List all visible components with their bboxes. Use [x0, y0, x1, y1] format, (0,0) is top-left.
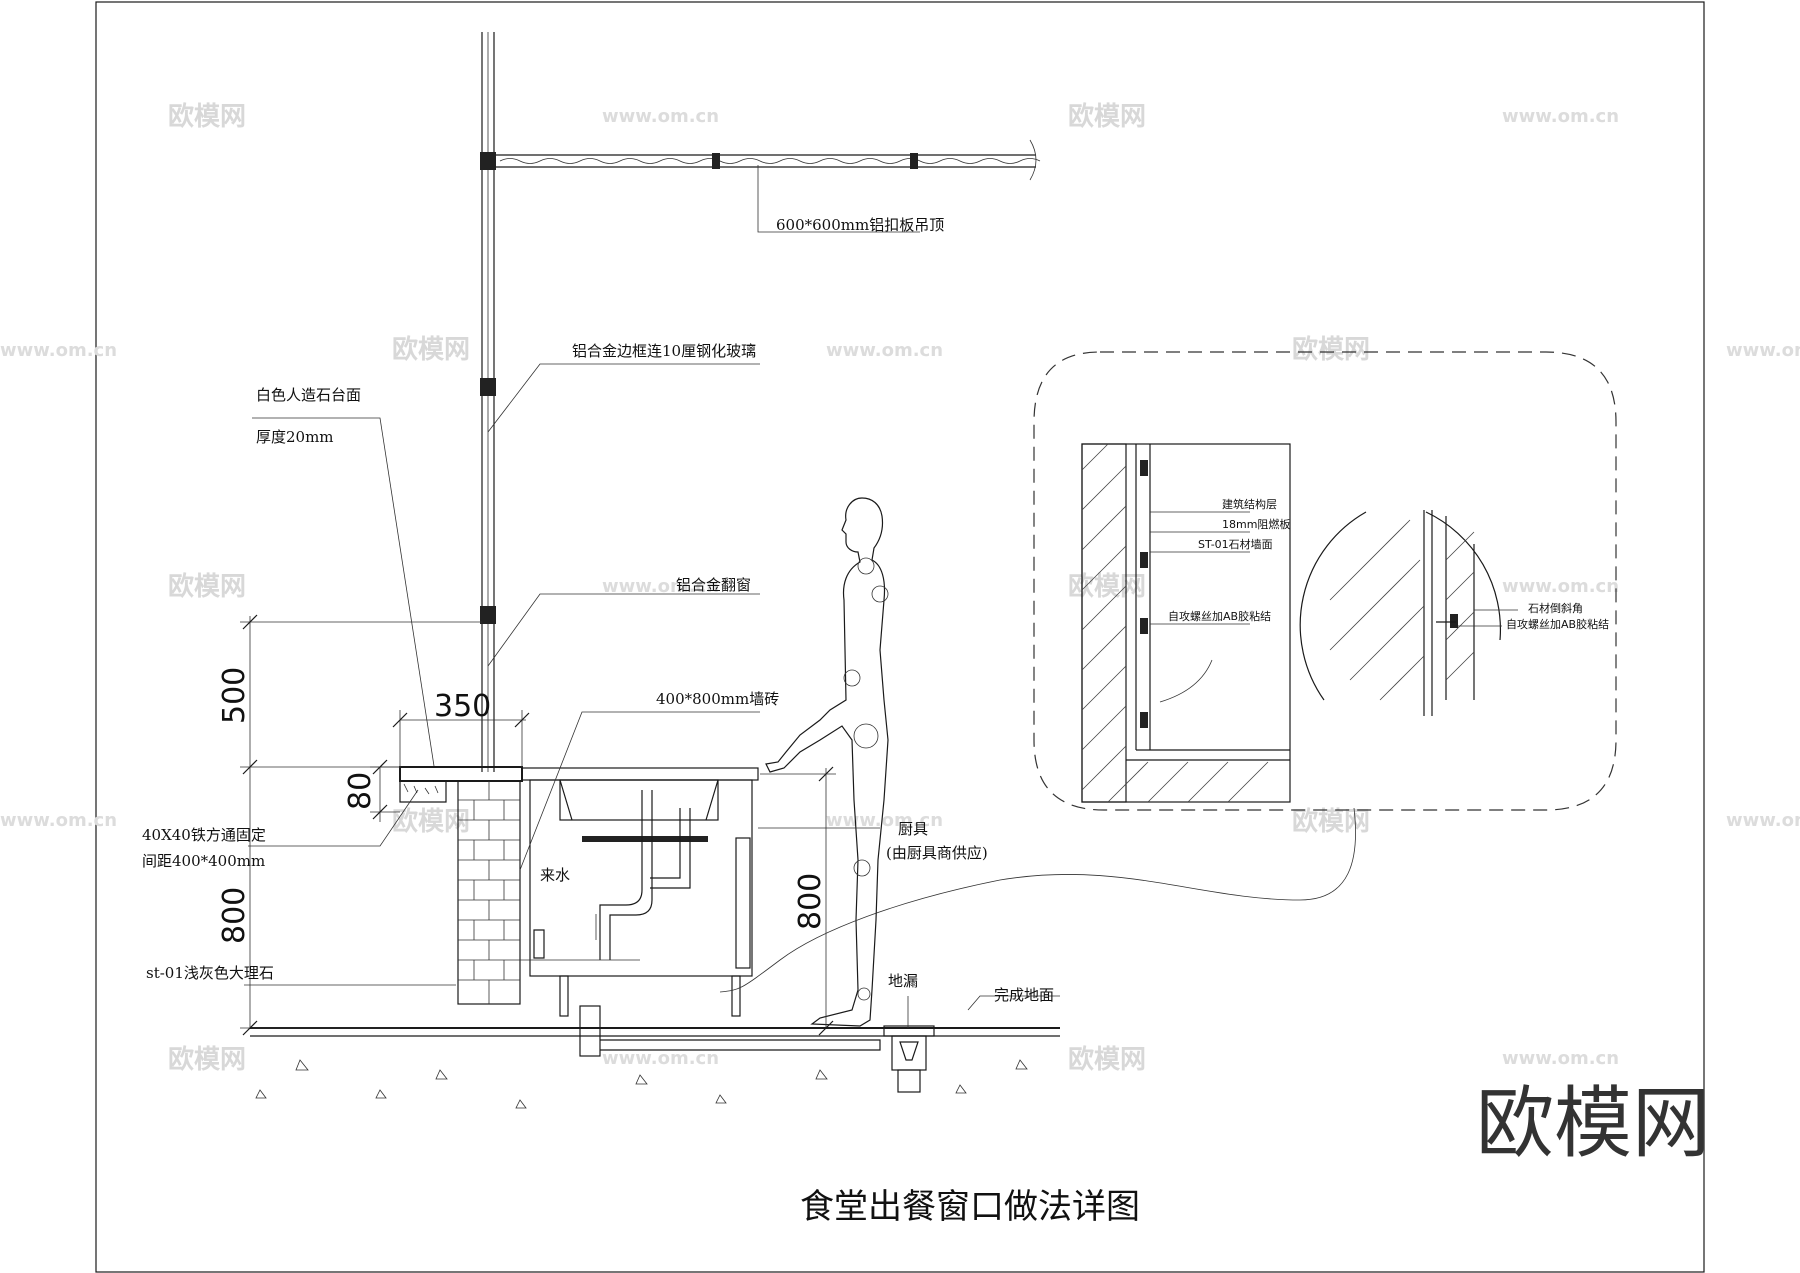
floor-drain	[883, 1025, 935, 1093]
dimension-800-left: 800	[217, 887, 252, 944]
drawing-title: 食堂出餐窗口做法详图	[800, 1187, 1140, 1227]
watermark-url: www.om.cn	[0, 810, 117, 831]
detail-screw-left: 自攻螺丝加AB胶粘结	[1168, 609, 1271, 623]
kitchen-sink-unit	[520, 767, 881, 1057]
label-wall-tile: 400*800mm墙砖	[656, 690, 779, 708]
watermark-brand: 欧模网	[392, 806, 470, 837]
watermark-url: www.om.cn	[1502, 106, 1619, 127]
label-glass: 铝合金边框连10厘钢化玻璃	[572, 342, 756, 360]
label-counter-top: 白色人造石台面	[256, 386, 361, 404]
label-kitchenware-supplier: (由厨具商供应)	[886, 844, 988, 862]
watermark-layer: 欧模网 www.om.cn 欧模网 www.om.cn www.om.cn 欧模…	[0, 101, 1800, 1075]
label-kitchenware: 厨具	[898, 820, 928, 838]
detail-callout	[1033, 351, 1617, 811]
watermark-url: www.om.cn	[1502, 1048, 1619, 1069]
leader-lines	[244, 165, 1060, 1028]
watermark-brand: 欧模网	[168, 571, 246, 602]
watermark-brand: 欧模网	[1068, 101, 1146, 132]
watermark-url: www.om.cn	[1726, 340, 1800, 361]
watermark-brand: 欧模网	[1068, 1044, 1146, 1075]
watermark-brand: 欧模网	[1292, 334, 1370, 365]
detail-chamfer: 石材倒斜角	[1528, 601, 1583, 615]
detail-stone-wall: ST-01石材墙面	[1198, 537, 1273, 551]
detail-screw-right: 自攻螺丝加AB胶粘结	[1506, 617, 1609, 631]
label-finished-floor: 完成地面	[994, 986, 1054, 1004]
glass-partition	[480, 32, 496, 772]
detail-board: 18mm阻燃板	[1222, 517, 1290, 531]
drawing-frame	[95, 1, 1705, 1273]
watermark-brand: 欧模网	[168, 101, 246, 132]
human-figure	[765, 497, 889, 1027]
watermark-url: www.om.cn	[602, 1048, 719, 1069]
label-water-in: 来水	[540, 866, 570, 884]
label-spacing: 间距400*400mm	[142, 852, 265, 870]
label-marble: st-01浅灰色大理石	[146, 964, 274, 982]
watermark-url: www.om.cn	[0, 340, 117, 361]
dimension-350: 350	[434, 689, 491, 724]
brand-logo: 欧模网	[1476, 1079, 1710, 1169]
label-steel-tube: 40X40铁方通固定	[142, 826, 266, 844]
dimension-chain-left	[240, 614, 530, 1036]
dimension-500: 500	[217, 667, 252, 724]
label-drain: 地漏	[888, 972, 918, 990]
ceiling-panel	[496, 139, 1041, 181]
counter-top	[399, 766, 523, 803]
watermark-url: www.om.cn	[826, 340, 943, 361]
dimension-80: 80	[343, 772, 378, 810]
watermark-url: www.om.cn	[602, 576, 719, 597]
watermark-url: www.om.cn	[1726, 810, 1800, 831]
callout-connector	[719, 807, 1356, 993]
label-window: 铝合金翻窗	[676, 576, 751, 594]
detail-structure: 建筑结构层	[1222, 497, 1277, 511]
watermark-brand: 欧模网	[1292, 806, 1370, 837]
dimension-800-right: 800	[793, 873, 828, 930]
label-thickness: 厚度20mm	[256, 428, 334, 446]
dimension-chain-right	[760, 766, 836, 1036]
watermark-url: www.om.cn	[602, 106, 719, 127]
watermark-brand: 欧模网	[392, 334, 470, 365]
watermark-brand: 欧模网	[168, 1044, 246, 1075]
watermark-url: www.om.cn	[1502, 576, 1619, 597]
detail-round-callout	[1299, 510, 1518, 716]
label-ceiling: 600*600mm铝扣板吊顶	[776, 216, 944, 234]
watermark-brand: 欧模网	[1068, 571, 1146, 602]
brick-wall	[457, 780, 521, 1005]
